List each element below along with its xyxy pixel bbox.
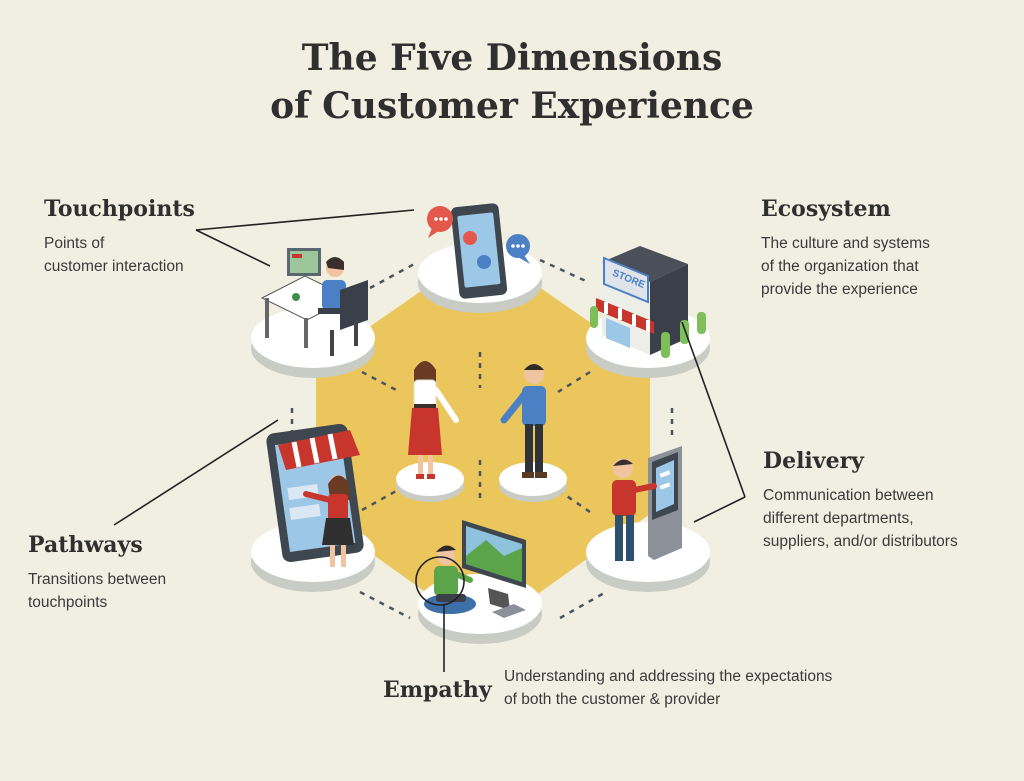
platform-man bbox=[499, 462, 567, 502]
touchpoints-heading: Touchpoints bbox=[44, 196, 195, 222]
pathways-heading: Pathways bbox=[28, 532, 143, 558]
callout-lines bbox=[113, 209, 746, 672]
smartphone-illustration bbox=[427, 203, 530, 299]
delivery-heading: Delivery bbox=[763, 448, 864, 474]
tablet-shopper-illustration bbox=[266, 423, 364, 567]
woman-customer-illustration bbox=[408, 361, 459, 479]
page-title-line2: of Customer Experience bbox=[270, 85, 754, 127]
touchpoints-description: Points of customer interaction bbox=[44, 235, 184, 275]
empathy-description: Understanding and addressing the expecta… bbox=[504, 668, 833, 708]
pathways-description: Transitions between touchpoints bbox=[28, 571, 167, 611]
ecosystem-heading: Ecosystem bbox=[761, 196, 891, 222]
seated-gamer-illustration bbox=[415, 520, 526, 618]
empathy-heading: Empathy bbox=[383, 677, 492, 703]
kiosk-user-illustration bbox=[612, 446, 682, 561]
platform-woman bbox=[396, 462, 464, 502]
center-hexagon bbox=[316, 248, 650, 633]
ecosystem-description: The culture and systems of the organizat… bbox=[761, 235, 930, 298]
page-title-line1: The Five Dimensions bbox=[301, 37, 723, 79]
delivery-description: Communication between different departme… bbox=[763, 487, 958, 550]
store-building-illustration: STORE bbox=[590, 246, 706, 358]
desk-worker-illustration bbox=[260, 248, 368, 356]
man-provider-illustration bbox=[500, 364, 547, 478]
